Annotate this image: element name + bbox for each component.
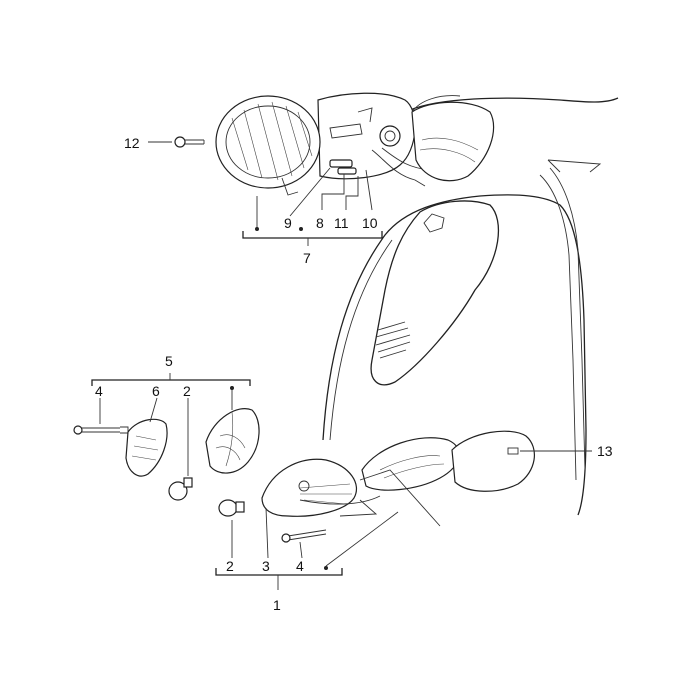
label-4-upper: 4 <box>95 383 103 399</box>
label-6: 6 <box>152 383 160 399</box>
headlight-assembly <box>174 92 495 196</box>
label-4-lower: 4 <box>296 558 304 574</box>
label-11: 11 <box>334 215 349 231</box>
bolt-12 <box>174 136 205 148</box>
label-10: 10 <box>362 215 378 231</box>
leader-lines <box>91 141 592 590</box>
label-2-upper: 2 <box>183 383 191 399</box>
label-12: 12 <box>124 135 140 151</box>
label-2-lower: 2 <box>226 558 234 574</box>
label-1: 1 <box>273 597 281 613</box>
label-3: 3 <box>262 558 270 574</box>
part-labels: 12 9 8 11 10 7 5 4 6 2 13 2 3 4 1 <box>95 135 613 613</box>
label-13: 13 <box>597 443 613 459</box>
turn-signal-parts-5 <box>73 408 260 501</box>
label-9: 9 <box>284 215 292 231</box>
label-7: 7 <box>303 250 311 266</box>
label-8: 8 <box>316 215 324 231</box>
label-5: 5 <box>165 353 173 369</box>
turn-signal-assembly-1 <box>218 430 535 567</box>
